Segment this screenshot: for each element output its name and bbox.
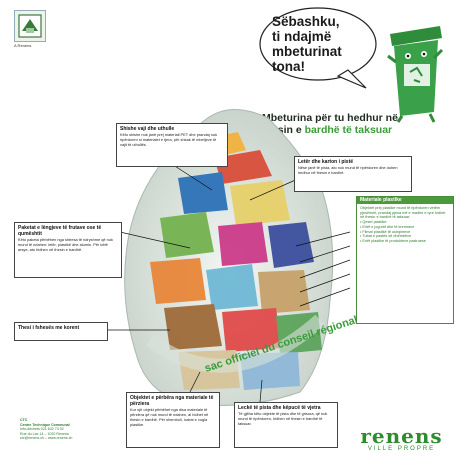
municipality-logo: A Renens bbox=[14, 10, 50, 48]
brand-name: renens bbox=[360, 424, 443, 448]
footer-line: ctc@renens.ch – www.renens.ch bbox=[20, 436, 73, 441]
plastics-item: Filmat plastikë të ushqimeve bbox=[362, 229, 411, 234]
callout-body: Kur një objekt përbëhet nga disa materia… bbox=[130, 407, 209, 427]
recycling-bin-mascot-icon bbox=[387, 26, 444, 123]
callout-body: Këto shishe nuk janë prej materiali PET … bbox=[120, 132, 218, 147]
callout-title: Objektet e përbëra nga materiale të përz… bbox=[130, 395, 214, 407]
plastics-item: Tubat e pastës së dhëmbëve bbox=[362, 234, 412, 239]
slogan: Sëbashku, ti ndajmë mbeturinat tona! bbox=[272, 14, 342, 74]
plastics-description: Objektet prej plastike mund të ripërdore… bbox=[360, 206, 446, 220]
headline-line2-b: bardhë të taksuar bbox=[304, 124, 393, 136]
callout-title: Paketat e lëngjeve të frutave ose të qum… bbox=[18, 225, 102, 237]
footer-contact: CTC Centre Technique Communal Info-déche… bbox=[20, 418, 110, 441]
slogan-line: tona! bbox=[272, 59, 305, 74]
callout-old-rags: Leckë të pista dhe këpucë të vjetra Të g… bbox=[234, 402, 338, 448]
callout-lines bbox=[100, 149, 351, 403]
callout-mixed-objects: Objektet e përbëra nga materiale të përz… bbox=[126, 392, 220, 448]
callout-dirty-paper: Letër dhe karton i pistë Nëse janë të pi… bbox=[294, 156, 412, 192]
brand-tagline: VILLE PROPRE bbox=[367, 446, 436, 452]
footer-line: Rue du Lac 14 – 1020 Renens bbox=[20, 431, 69, 436]
callout-vacuum-bag: Thesi i fshesës me korent bbox=[14, 322, 108, 341]
callout-drink-cartons: Paketat e lëngjeve të frutave ose të qum… bbox=[14, 222, 122, 278]
plastics-body: Objektet prej plastike mund të ripërdore… bbox=[360, 206, 446, 243]
headline-line1: Mbeturina për tu hedhur në bbox=[262, 112, 398, 124]
plastics-title: Materiale plastike bbox=[357, 197, 453, 204]
plastics-item: Enët e jogurtit dhe të kremrave bbox=[362, 224, 415, 229]
plastics-item: Qeset plastike bbox=[362, 220, 387, 225]
footer-line: CTC bbox=[20, 418, 28, 422]
callout-title: Shishe vaji dhe uthulle bbox=[120, 126, 175, 132]
plastics-panel: Materiale plastike Objektet prej plastik… bbox=[356, 196, 454, 324]
footer-line: Info-déchets 021 632 74 02 bbox=[20, 427, 64, 432]
slogan-line: mbeturinat bbox=[272, 44, 342, 59]
slogan-line: Sëbashku, bbox=[272, 14, 340, 29]
callout-title: Leckë të pista dhe këpucë të vjetra bbox=[238, 405, 321, 411]
callout-title: Letër dhe karton i pistë bbox=[298, 159, 354, 165]
logo-mark-icon bbox=[14, 10, 46, 42]
footer-line: Centre Technique Communal bbox=[20, 422, 70, 427]
brand-logo: renens VILLE PROPRE bbox=[354, 424, 449, 452]
slogan-line: ti ndajmë bbox=[272, 29, 332, 44]
speech-bubble bbox=[259, 7, 377, 89]
callout-title: Thesi i fshesës me korent bbox=[18, 325, 80, 331]
logo-caption: A Renens bbox=[14, 43, 32, 48]
callout-oil-bottles: Shishe vaji dhe uthulle Këto shishe nuk … bbox=[116, 123, 228, 167]
plastics-item: Enët plastike të produkteve pastruese bbox=[362, 238, 426, 243]
callout-body: Këto paketa përbëhen nga shtresa të ndry… bbox=[18, 237, 113, 252]
callout-body: Nëse janë të pista, ato nuk mund të ripë… bbox=[298, 165, 398, 175]
callout-body: Të gjitha këto objekte të pista dhe të g… bbox=[238, 411, 328, 426]
